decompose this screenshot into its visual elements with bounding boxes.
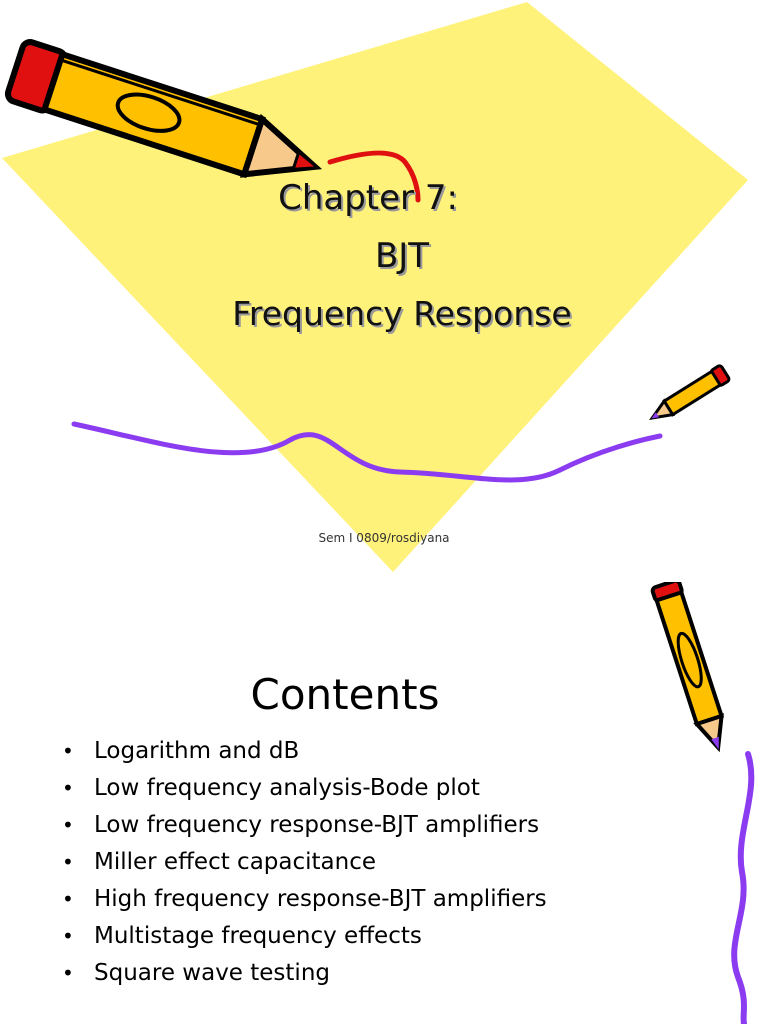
pencil-vertical-icon [650, 582, 725, 753]
bullet-icon: • [62, 961, 74, 985]
pencil-small-icon [649, 364, 731, 420]
pencil-trace-line [327, 150, 421, 203]
list-item: • Square wave testing [62, 956, 547, 993]
title-slide: Chapter 7: BJT Frequency Response Sem I … [2, 2, 748, 572]
list-item: • Low frequency analysis-Bode plot [62, 771, 547, 808]
list-item-text: Low frequency analysis-Bode plot [94, 775, 480, 801]
pencil-large-icon [4, 39, 323, 179]
list-item-text: Logarithm and dB [94, 738, 300, 764]
contents-heading: Contents [250, 670, 440, 719]
squiggle-line [731, 751, 755, 1024]
list-item-text: Multistage frequency effects [94, 923, 422, 949]
list-item-text: Square wave testing [94, 960, 330, 986]
list-item: • High frequency response-BJT amplifiers [62, 882, 547, 919]
title-line-3: Frequency Response [232, 294, 572, 333]
list-item-text: Low frequency response-BJT amplifiers [94, 812, 540, 838]
bullet-icon: • [62, 887, 74, 911]
title-line-2: BJT [374, 236, 430, 276]
bullet-icon: • [62, 813, 74, 837]
list-item: • Multistage frequency effects [62, 919, 547, 956]
contents-list: • Logarithm and dB • Low frequency analysis… [62, 734, 547, 993]
contents-slide: Contents • Logarithm and dB • Low frequency… [0, 582, 768, 1024]
bullet-icon: • [62, 776, 74, 800]
title-line-1: Chapter 7: [278, 178, 458, 218]
list-item-text: Miller effect capacitance [94, 849, 377, 875]
squiggle-line [71, 421, 663, 483]
bullet-icon: • [62, 850, 74, 874]
list-item: • Logarithm and dB [62, 734, 547, 771]
contents-decoration [731, 751, 755, 1024]
list-item: • Miller effect capacitance [62, 845, 547, 882]
list-item-text: High frequency response-BJT amplifiers [94, 886, 547, 912]
list-item: • Low frequency response-BJT amplifiers [62, 808, 547, 845]
slide-footer: Sem I 0809/rosdiyana [318, 531, 450, 545]
bullet-icon: • [62, 924, 74, 948]
bullet-icon: • [62, 739, 74, 763]
